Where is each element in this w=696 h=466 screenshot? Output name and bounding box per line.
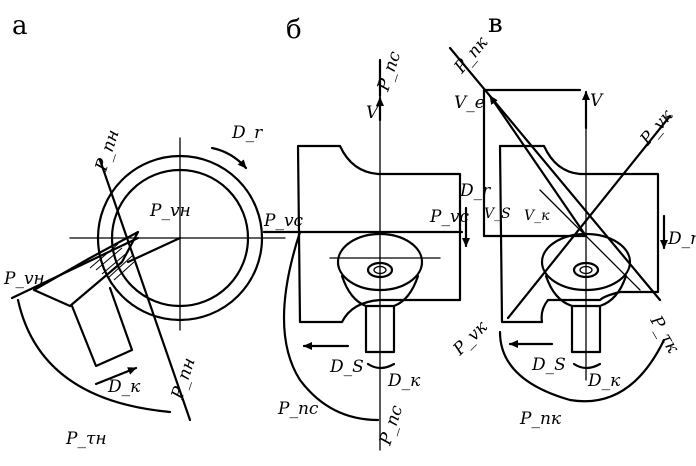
label-d-r-b: D_r xyxy=(459,181,491,201)
insert-skirt-b xyxy=(340,274,420,308)
plane-pn-line xyxy=(98,158,192,422)
round-insert-b xyxy=(336,232,424,292)
panel-a: а P_пн D_r P_vн xyxy=(3,11,286,449)
plane-tn-arc xyxy=(16,298,172,414)
round-insert-c xyxy=(540,232,632,292)
plane-nc-arc xyxy=(282,230,380,422)
insert-skirt-c xyxy=(544,274,628,308)
insert-screw-c xyxy=(572,261,600,279)
insert-screw-inner-c xyxy=(579,265,593,275)
label-d-s-b: D_S xyxy=(329,357,364,377)
plane-pk-diagonal xyxy=(448,46,662,302)
plane-nk-arc xyxy=(498,330,666,403)
label-d-k-a: D_к xyxy=(107,377,141,397)
cross-diagonal-1 xyxy=(539,189,641,291)
label-v-b: V xyxy=(366,103,380,123)
rotation-dk-b xyxy=(366,362,396,370)
label-p-vn-left: P_vн xyxy=(3,269,45,289)
ve-arrow xyxy=(488,94,588,238)
label-p-pc-top: P_пс xyxy=(373,48,405,94)
insert-screw-b xyxy=(366,261,394,279)
label-p-vc-right: P_vс xyxy=(429,207,470,227)
radius-line xyxy=(126,236,182,264)
label-d-k-c: D_к xyxy=(587,371,621,391)
cutter-head xyxy=(32,230,140,308)
label-d-s-c: D_S xyxy=(531,355,566,375)
label-p-nc: P_пс xyxy=(277,399,319,419)
cutter-hatching xyxy=(89,243,135,281)
label-p-vc-left: P_vс xyxy=(263,211,304,231)
label-p-pn-bottom: P_пн xyxy=(167,355,199,402)
shank-b xyxy=(364,304,396,354)
label-p-vk-right: P_vк xyxy=(636,105,678,150)
label-p-pn-top: P_пн xyxy=(91,127,123,174)
label-v-s: V_S xyxy=(484,206,511,222)
cutter-shank xyxy=(70,286,134,368)
feed-arrow-a xyxy=(94,366,138,386)
label-p-vn-center: P_vн xyxy=(149,201,191,221)
label-p-nk: P_пк xyxy=(519,409,562,429)
panel-c-letter: в xyxy=(488,9,503,39)
label-v-c: V xyxy=(590,91,604,111)
workpiece-outline-b xyxy=(296,144,462,324)
panel-a-letter: а xyxy=(12,11,28,41)
panel-c: в P_пк V_e V P_vк xyxy=(449,9,696,429)
panel-b-letter: б xyxy=(286,15,302,45)
rotation-arrow-a xyxy=(210,146,248,170)
shank-c xyxy=(570,304,602,354)
label-p-tn: P_τн xyxy=(65,429,107,449)
insert-screw-inner-b xyxy=(373,265,387,275)
label-v-k: V_к xyxy=(524,208,550,224)
rotation-dk-c xyxy=(572,362,602,370)
label-d-r-c: D_r xyxy=(667,229,696,249)
plane-vn-line xyxy=(10,236,140,300)
label-v-e: V_e xyxy=(454,93,485,113)
workpiece-outline-c xyxy=(498,144,660,324)
label-d-k-b: D_к xyxy=(387,371,421,391)
label-p-tk: P_τк xyxy=(645,312,683,358)
plane-vk-diagonal xyxy=(506,114,672,320)
label-d-r-a: D_r xyxy=(231,123,263,143)
label-p-vk-left: P_vк xyxy=(449,317,493,361)
panel-b: б P_пс V D_r P_vс P_vс D_S D_к xyxy=(262,15,491,451)
